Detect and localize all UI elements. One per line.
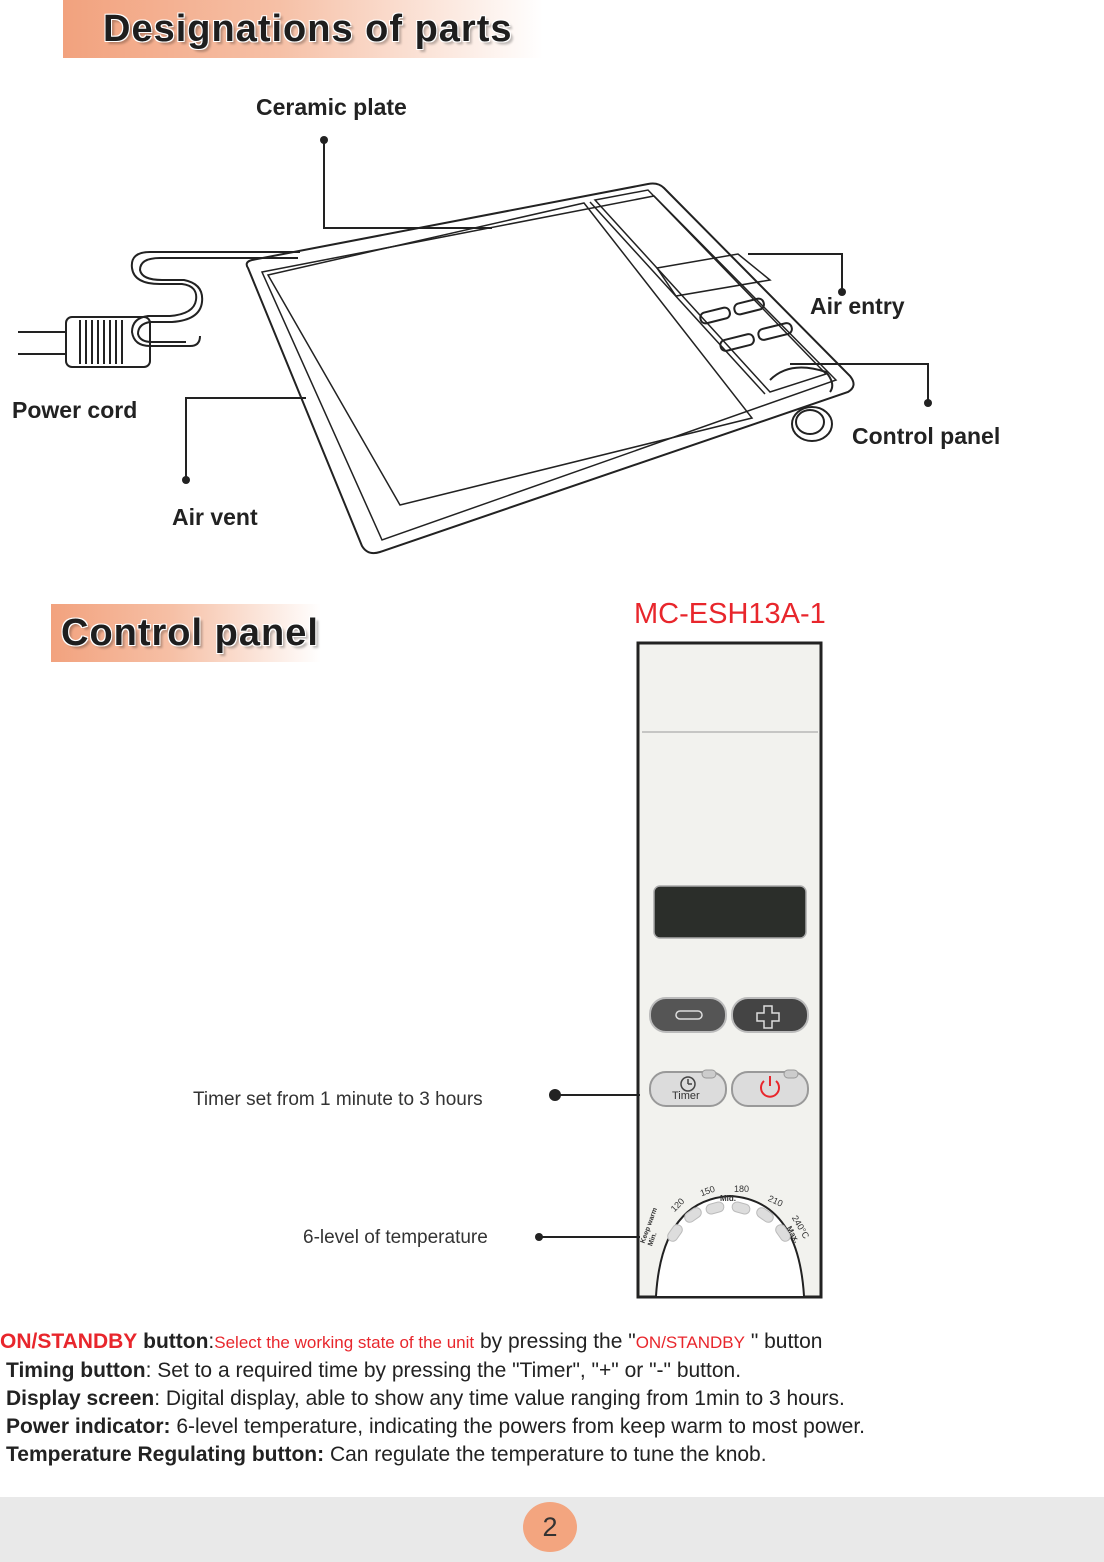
section-banner-control: Control panel [51,604,321,662]
model-number: MC-ESH13A-1 [634,598,826,630]
label-air-vent: Air vent [172,504,258,530]
power-cord-wire [130,251,300,347]
control-strip [593,189,828,393]
knob [791,406,833,442]
label-power-cord: Power cord [12,397,138,423]
desc-onstandby-text1: by pressing the " [479,1330,636,1353]
plus-button [731,997,809,1033]
parts-diagram [18,136,932,555]
page-number: 2 [523,1502,577,1552]
display-window [655,253,772,297]
desc-onstandby-text2: " button [750,1330,823,1353]
desc-onstandby-red: Select the working state of the unit [214,1333,475,1352]
leader-ceramic [323,140,492,229]
descriptions: ON/STANDBY button:Select the working sta… [0,1328,1104,1469]
desc-display-term: Display screen [6,1387,155,1410]
timer-leader [549,1089,640,1101]
desc-power-text: 6-level temperature, indicating the powe… [170,1415,866,1438]
display-screen [653,885,807,939]
desc-temperature-term: Temperature Regulating button: [6,1443,325,1466]
desc-temperature-text: Can regulate the temperature to tune the… [324,1443,767,1466]
timer-button [649,1071,727,1107]
desc-power: Power indicator: 6-level temperature, in… [0,1413,1104,1441]
desc-temperature: Temperature Regulating button: Can regul… [0,1441,1104,1469]
timer-note: Timer set from 1 minute to 3 hours [193,1089,483,1110]
desc-timing: Timing button: Set to a required time by… [0,1357,1104,1385]
desc-power-term: Power indicator: [6,1415,171,1438]
desc-onstandby-red2: ON/STANDBY [635,1333,745,1352]
desc-onstandby: ON/STANDBY button:Select the working sta… [0,1328,1104,1357]
desc-display: Display screen: Digital display, able to… [0,1385,1104,1413]
scale-label-180: 180 [734,1184,750,1194]
scale-label-mid: Mid. [720,1194,736,1203]
ceramic-plate-shape [266,202,754,506]
desc-onstandby-term: ON/STANDBY [0,1330,138,1353]
leader-air-entry [748,253,843,290]
label-air-entry: Air entry [810,293,905,319]
plug-body [65,316,151,368]
temperature-note: 6-level of temperature [303,1227,488,1248]
desc-timing-text: : Set to a required time by pressing the… [145,1359,742,1382]
power-button [731,1071,809,1107]
section-title-parts: Designations of parts [103,8,513,50]
desc-onstandby-word: button [143,1330,209,1353]
desc-onstandby-colon: : [208,1330,215,1353]
leader-control-panel [790,363,929,402]
leader-air-vent [185,397,306,478]
timer-button-label: Timer [672,1090,700,1102]
hob-body [245,182,855,555]
hob-inner-rim [260,195,838,541]
control-panel-diagram [636,641,823,1299]
section-banner-parts: Designations of parts [63,0,543,58]
desc-display-text: : Digital display, able to show any time… [154,1387,845,1410]
section-title-control: Control panel [61,612,319,654]
desc-timing-term: Timing button [6,1359,146,1382]
label-control-panel: Control panel [852,423,1001,449]
label-ceramic-plate: Ceramic plate [256,94,407,120]
temperature-leader [535,1233,640,1241]
minus-button [649,997,727,1033]
